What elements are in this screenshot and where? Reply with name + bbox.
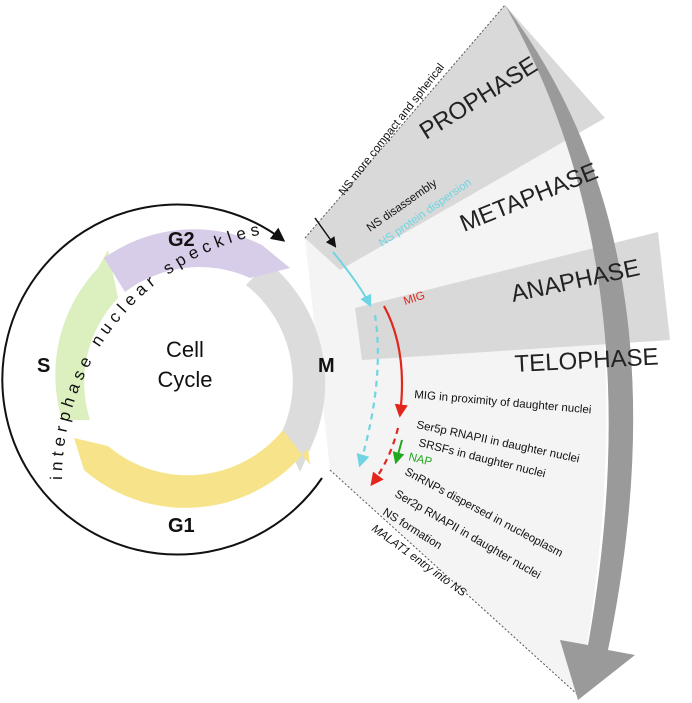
prophase-band (305, 5, 605, 270)
g2-label: G2 (168, 229, 195, 251)
interphase-arc (1, 203, 323, 556)
g2-segment (104, 229, 290, 292)
s-segment (55, 250, 118, 420)
anaphase-band (355, 232, 670, 360)
g1-segment (74, 430, 310, 508)
event-arrows (314, 217, 408, 487)
s-label: S (37, 355, 50, 377)
cyan-dispersion-arrow (332, 251, 372, 308)
cell-cycle-title-line2: Cycle (157, 367, 212, 392)
fan-top-edge (304, 4, 506, 239)
red-mig-arrow (383, 305, 408, 418)
cell-cycle-title-line1: Cell (166, 337, 204, 362)
m-label: M (318, 355, 335, 377)
cyan-dashed-arrow (356, 314, 379, 468)
red-dashed-arrow (370, 427, 400, 487)
black-disassembly-arrow (314, 217, 337, 248)
g1-label: G1 (168, 515, 195, 537)
green-nap-arrow (392, 439, 405, 465)
nap-text: NAP (407, 451, 433, 468)
m-segment (246, 262, 326, 472)
mitosis-progress-arrow (505, 5, 635, 700)
cell-cycle-ring (55, 229, 326, 508)
mitosis-fan (304, 4, 670, 700)
